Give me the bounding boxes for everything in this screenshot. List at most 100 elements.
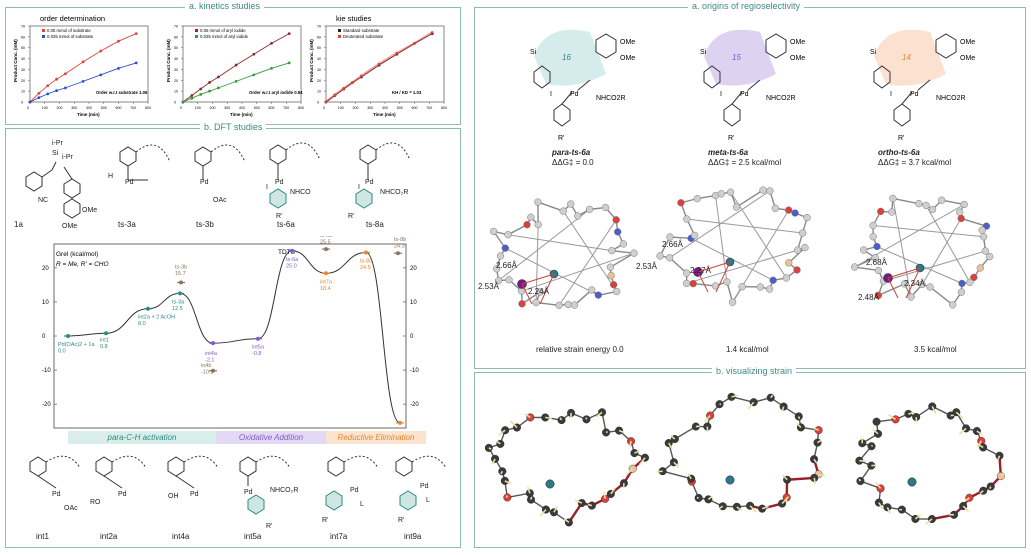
struct-label-ts-6a: ts-6a — [277, 220, 295, 229]
data-point — [99, 73, 103, 77]
level-value-1: 0.8 — [100, 344, 108, 350]
conditions-label: R = Me, R' = CHO — [56, 261, 109, 268]
c-h-bond — [504, 480, 512, 485]
atom — [976, 264, 984, 272]
nhco2r-label-1: NHCO2R — [766, 95, 796, 102]
atom — [771, 204, 779, 212]
level-name-12: ts-8b — [394, 237, 406, 243]
atom — [769, 276, 777, 284]
meta-bond-2: 2.53Å — [636, 262, 657, 271]
c-h-bond — [818, 473, 826, 477]
data-point — [234, 79, 238, 83]
legend-label: 0.05 mmol of aryl iodide — [200, 28, 246, 33]
atom — [536, 288, 544, 296]
ortho-bond-3: 2.34Å — [904, 279, 925, 288]
atom — [957, 214, 965, 223]
struct-label-ts-3b: ts-3b — [196, 220, 214, 229]
bond — [941, 199, 965, 206]
y-tick-label: 70 — [174, 25, 178, 29]
atom — [594, 291, 602, 299]
data-point — [190, 96, 194, 100]
ome-label-b-2: OMe — [960, 55, 975, 62]
x-tick-label: 300 — [367, 106, 373, 110]
c-h-bond — [670, 434, 676, 440]
ome-label-a-1: OMe — [790, 39, 805, 46]
svg-text:OAc: OAc — [64, 505, 78, 512]
y-tick-left: 20 — [42, 266, 49, 272]
x-tick-label: 200 — [210, 106, 216, 110]
y-tick-label: 60 — [21, 35, 25, 39]
atom — [496, 252, 505, 260]
level-value-10: 18.4 — [320, 286, 331, 292]
level-point-6 — [211, 368, 215, 373]
atom — [614, 228, 622, 236]
svg-text:i-Pr: i-Pr — [52, 140, 64, 147]
legend-swatch — [195, 35, 198, 38]
data-point — [252, 73, 256, 77]
regioisomer-structures: SiOMeOMePdINHCO2RR'16SiOMeOMePdINHCO2RR'… — [530, 29, 975, 142]
c-h-bond — [747, 401, 755, 410]
data-point — [190, 94, 194, 97]
y-tick-left: -10 — [42, 368, 51, 374]
atom — [715, 400, 724, 409]
profile-curve — [67, 250, 401, 424]
atom — [851, 263, 859, 271]
atom — [915, 199, 923, 208]
x-tick-label: 800 — [441, 106, 447, 110]
strained-bond — [787, 476, 815, 481]
atom — [791, 209, 799, 217]
x-tick-label: 0 — [323, 106, 325, 110]
c-h-bond — [703, 415, 711, 423]
data-point — [217, 75, 220, 79]
c-h-bond — [639, 457, 646, 466]
data-point — [342, 87, 346, 90]
ring-size-2: 14 — [902, 53, 911, 62]
atom — [928, 402, 937, 411]
c-h-bond — [858, 478, 862, 482]
data-point — [199, 93, 203, 96]
bond — [929, 286, 954, 306]
legend-swatch — [338, 29, 341, 32]
c-h-bond — [782, 474, 788, 481]
atom — [873, 242, 881, 251]
meta-bond-3: 2.27Å — [690, 266, 711, 275]
bond — [537, 201, 564, 212]
meta-strain: 1.4 kcal/mol — [726, 345, 769, 354]
struct-label-int5a: int5a — [244, 532, 262, 541]
c-h-bond — [500, 470, 504, 475]
c-h-bond — [886, 506, 891, 514]
atom — [726, 188, 735, 196]
x-tick-label: 400 — [382, 106, 388, 110]
bond — [925, 205, 971, 283]
atom — [619, 240, 628, 248]
legend-swatch — [195, 29, 198, 32]
c-h-bond — [634, 450, 640, 454]
atom — [494, 276, 503, 285]
bond — [901, 91, 913, 105]
y-tick-right: 0 — [410, 334, 414, 340]
atom — [803, 213, 811, 222]
atom — [587, 501, 596, 510]
atom — [564, 300, 572, 309]
chart-note: Order w.r.t aryl iodide 0.94 — [249, 90, 303, 95]
atom — [683, 269, 691, 277]
y-tick-label: 60 — [317, 35, 321, 39]
atom — [559, 207, 567, 215]
atom — [527, 213, 535, 221]
data-point — [270, 66, 273, 70]
bond — [960, 217, 987, 227]
rprime-label-2: R' — [898, 135, 904, 142]
legend-label: Deuterated substrate — [343, 34, 384, 39]
bond — [674, 425, 697, 440]
c-h-bond — [668, 442, 673, 450]
c-h-bond — [817, 439, 822, 444]
pd-label-0: Pd — [570, 91, 579, 98]
bond — [498, 208, 590, 281]
bond — [574, 289, 593, 306]
band-para-ch-activation: para-C-H activation — [68, 431, 216, 444]
c-h-bond — [908, 411, 915, 415]
y-axis-label: Product Conc. (mM) — [166, 39, 171, 82]
